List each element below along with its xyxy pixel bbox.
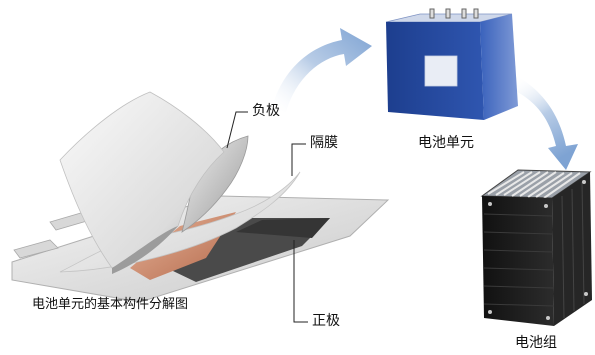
label-separator: 隔膜	[310, 135, 338, 151]
positive-electrode-shade	[236, 218, 330, 238]
module-front	[482, 196, 554, 326]
leader-negative	[226, 111, 248, 149]
module-bolts	[488, 180, 588, 320]
label-cell: 电池单元	[418, 135, 474, 151]
cell-side	[480, 14, 518, 120]
cell-window	[424, 55, 458, 87]
cell-terminals	[429, 8, 479, 19]
module-top-cells	[487, 171, 581, 199]
tab-bottom	[13, 239, 59, 259]
label-module: 电池组	[515, 335, 557, 351]
negative-electrode	[181, 135, 249, 233]
label-negative: 负极	[252, 103, 280, 119]
arrow-to-cell	[272, 28, 372, 112]
peeled-sheet-underside	[112, 226, 178, 274]
battery-module	[480, 169, 592, 326]
exploded-view	[11, 91, 390, 303]
module-side-ribs	[561, 181, 585, 319]
leader-positive	[293, 240, 308, 323]
arrow-to-module	[514, 78, 578, 170]
leader-separator	[291, 143, 306, 176]
peeled-sheet	[59, 91, 225, 269]
module-front-ribs	[483, 213, 555, 307]
caption: 电池单元的基本构件分解图	[32, 297, 189, 312]
battery-cell	[385, 8, 518, 120]
label-positive: 正极	[312, 313, 340, 329]
